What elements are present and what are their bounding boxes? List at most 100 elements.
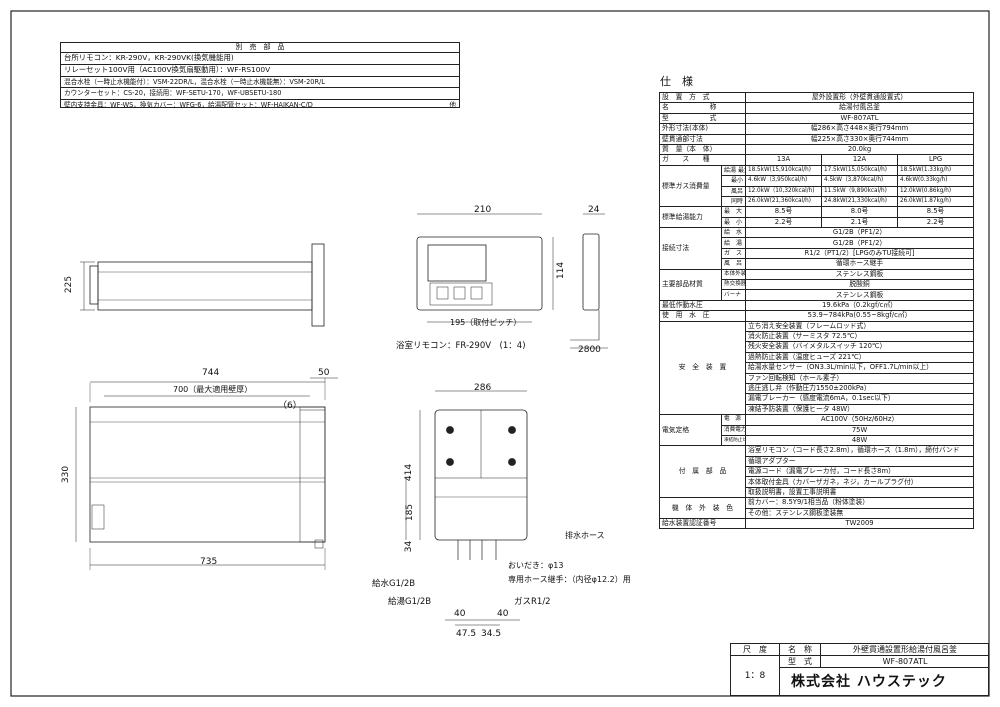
dim-front-34: 34 (404, 540, 415, 553)
spec-row-value-4: 幅225×高さ330×奥行744mm (745, 133, 975, 145)
spec-row-label-1: 名 称 (658, 102, 747, 114)
title-scale-label: 尺 度 (731, 644, 780, 656)
dim-side-height: 225 (64, 275, 75, 294)
mat-sub-1: 熱交換器 (720, 279, 747, 291)
parts-line-1: 台所リモコン：KR-290V，KR-290VK(換気機能用) (61, 53, 459, 65)
cert-value: TW2009 (745, 517, 975, 530)
conn-val-1: G1/2B（PF1/2） (745, 237, 975, 249)
safety-8: 凍結予防装置（保護ヒータ 48W） (745, 403, 975, 416)
dim-40-b: 40 (497, 609, 509, 619)
safety-label: 安 全 装 置 (658, 320, 747, 416)
cons-2-13a: 12.0kW（10,320kcal/h) (745, 185, 823, 197)
safety-0: 立ち消え安全装置（フレームロッド式） (745, 320, 975, 333)
dim-top-total: 744 (202, 368, 220, 378)
safety-6: 逃圧逃し弁（作動圧力1550±200kPa） (745, 382, 975, 395)
safety-7: 漏電ブレーカー（感度電流6mA，0.1sec以下） (745, 393, 975, 405)
cons-1-lpg: 4.6kW(0.33kg/h) (897, 175, 975, 187)
safety-1: 消火防止装置（サーミスタ 72.5℃） (745, 330, 975, 343)
cap-sub-1: 最 小 (720, 216, 747, 229)
mat-val-1: 脱酸銅 (745, 279, 975, 291)
mat-val-2: ステンレス鋼板 (745, 289, 975, 301)
elec-val-2: 48W (745, 434, 975, 447)
color-0: 前カバー：8.5Y9/1相当品（粉体塗装） (745, 497, 975, 509)
cons-3-lpg: 26.0kW(1.87kg/h) (897, 195, 975, 208)
conn-label: 接続寸法 (659, 227, 722, 270)
cert-label: 給水装置認証番号 (658, 517, 747, 530)
parts-line-5: 壁内支持金具：WF-WS，換気カバー：WFG-6，給湯配管セット：WF-HAIK… (61, 100, 459, 111)
accessories-label: 付 属 部 品 (658, 445, 747, 499)
safety-3: 過熱防止装置（温度ヒューズ 221℃） (745, 351, 975, 364)
color-label: 機 体 外 装 色 (658, 497, 747, 520)
spec-row-value-0: 屋外設置形（外壁貫通設置式） (745, 91, 975, 104)
dim-top-6: （6） (278, 401, 302, 411)
title-model-value: WF-807ATL (821, 656, 989, 668)
parts-line-2: リレーセット100V用（AC100V換気扇駆動用）：WF-RS100V (61, 65, 459, 77)
title-name-value: 外壁貫通設置形給湯付風呂釜 (821, 644, 989, 656)
spec-row-value-1: 給湯付風呂釜 (745, 102, 975, 114)
conn-sub-2: ガ ス (720, 247, 747, 260)
gas-type-12a: 12A (821, 154, 899, 166)
min-pressure-label: 最低作動水圧 (658, 299, 747, 312)
title-block: 尺 度 1：8 名 称 外壁貫通設置形給湯付風呂釜 型 式 WF-807ATL … (730, 643, 989, 696)
label-drain-dia: おいだき：φ13 (508, 561, 564, 570)
mat-val-0: ステンレス鋼板 (745, 268, 975, 281)
dim-47-5: 47.5 (456, 629, 477, 639)
label-hose-joint: 専用ホース継手：（内径φ12.2）用 (508, 575, 631, 584)
dim-top-50: 50 (318, 368, 330, 378)
acc-2: 電源コード（漏電ブレーカ付，コード長さ8m） (745, 466, 975, 478)
spec-row-value-2: WF-807ATL (745, 112, 975, 125)
cons-0-lpg: 18.5kW(1.33kg/h) (897, 164, 975, 177)
title-model-label: 型 式 (780, 656, 821, 668)
safety-5: ファン回転検知（ホール素子） (745, 372, 975, 384)
acc-0: 浴室リモコン（コード長さ2.8m），循環ホース（1.8m），締付バンド (745, 445, 975, 457)
cap-1-12a: 2.1号 (821, 216, 899, 229)
dim-top-735: 735 (200, 557, 218, 567)
dim-front-185: 185 (405, 503, 416, 522)
title-name-label: 名 称 (780, 644, 821, 656)
acc-3: 本体取付金具（カバーザガネ，ネジ，カールプラグ付） (745, 476, 975, 488)
cons-sub-2: 風呂 (720, 185, 747, 197)
use-pressure-label: 使 用 水 圧 (658, 310, 747, 322)
dim-front-height: 114 (556, 261, 567, 280)
elec-sub-0: 電 源 (720, 414, 747, 426)
cons-1-12a: 4.5kW（3,870kcal/h) (821, 175, 899, 187)
cons-0-12a: 17.5kW(15,050kcal/h) (821, 164, 899, 177)
remote-front-view (416, 213, 554, 323)
cap-1-lpg: 2.2号 (897, 216, 975, 229)
safety-2: 残火安全装置（バイメタルスイッチ 120℃） (745, 341, 975, 353)
heater-front-view (405, 390, 528, 626)
conn-val-3: 循環ホース継手 (745, 258, 975, 270)
spec-row-value-5: 20.0kg (745, 143, 975, 156)
acc-1: 循環アダプター (745, 455, 975, 468)
dim-cord: 2800 (578, 345, 601, 355)
use-pressure-value: 53.9~784kPa(0.55~8kgf/c㎡） (745, 310, 975, 322)
cap-0-13a: 8.5号 (745, 206, 823, 218)
cons-2-12a: 11.5kW（9,890kcal/h) (821, 185, 899, 197)
elec-val-0: AC100V（50Hz/60Hz） (745, 414, 975, 426)
material-label: 主要部品材質 (659, 268, 722, 301)
spec-row-label-5: 質 量（本 体） (658, 143, 747, 156)
mat-sub-2: バーナ (720, 289, 747, 301)
cons-3-12a: 24.8kW(21,330kcal/h) (821, 195, 899, 208)
cons-1-13a: 4.6kW（3,950kcal/h) (745, 175, 823, 187)
optional-parts-box: 別 売 部 品 台所リモコン：KR-290V，KR-290VK(換気機能用) リ… (60, 42, 460, 111)
dim-pitch: 195（取付ピッチ） (450, 318, 522, 327)
parts-line-4: カウンターセット：CS-20，接続用：WF-SETU-170，WF-UBSETU… (61, 88, 459, 101)
label-gas: ガスR1/2 (514, 597, 551, 607)
dim-front-414: 414 (404, 463, 415, 482)
spec-row-label-4: 壁貫通部寸法 (658, 133, 747, 145)
label-supply: 給水G1/2B (372, 579, 416, 589)
elec-sub-2: 凍結防止ヒータ (720, 434, 747, 447)
dim-front-width: 210 (474, 205, 492, 215)
mat-sub-0: 本体外装 (720, 268, 747, 281)
acc-4: 取扱説明書，設置工事説明書 (745, 486, 975, 499)
spec-row-label-2: 型 式 (658, 112, 747, 125)
spec-row-value-3: 幅286×高さ448×奥行794mm (745, 123, 975, 135)
capacity-label: 標準給湯能力 (659, 206, 722, 229)
remote-caption: 浴室リモコン：FR-290V (1：4) (396, 341, 526, 351)
cons-3-13a: 26.0kW(21,360kcal/h) (745, 195, 823, 208)
gas-type-label: ガ ス 種 (658, 154, 747, 166)
